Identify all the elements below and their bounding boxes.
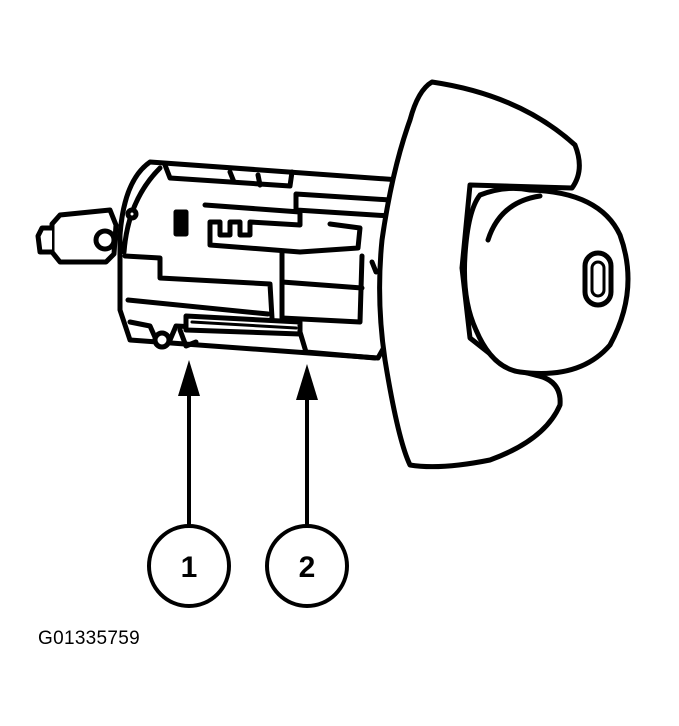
callout-2: 2	[265, 364, 349, 608]
lock-cylinder-illustration	[35, 79, 631, 470]
callout-2-number: 2	[299, 551, 316, 584]
figure-code: G01335759	[38, 628, 141, 649]
cylinder-bezel	[377, 79, 582, 470]
callout-1-arrowhead	[178, 360, 200, 396]
callout-2-circle	[265, 524, 349, 608]
callout-1: 1	[147, 360, 231, 608]
cylinder-body	[117, 159, 408, 361]
callout-2-arrowhead	[296, 364, 318, 400]
cylinder-key-face	[462, 185, 631, 376]
cylinder-nub	[35, 207, 119, 265]
callout-1-number: 1	[181, 551, 198, 584]
callout-1-circle	[147, 524, 231, 608]
